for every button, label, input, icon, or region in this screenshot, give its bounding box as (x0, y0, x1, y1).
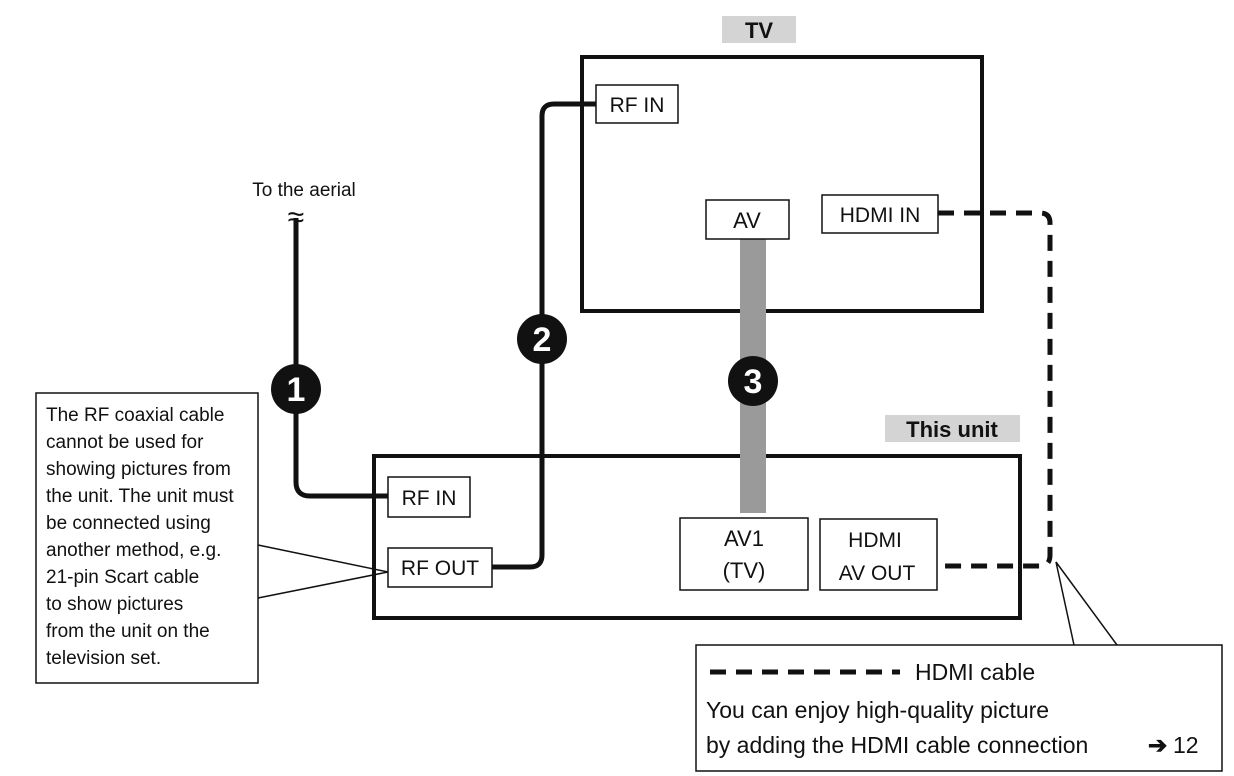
tv-title: TV (745, 18, 773, 43)
tv-title-background (722, 16, 796, 43)
cable-1 (293, 218, 388, 499)
unit-av1-label-line1: AV1 (724, 526, 764, 551)
step-2-badge (517, 314, 567, 364)
note-line-10: television set. (46, 648, 161, 669)
legend-line-2: You can enjoy high-quality picture (706, 697, 1049, 723)
legend-box (695, 644, 1223, 772)
note-box (35, 392, 259, 684)
step-2-number: 2 (533, 321, 552, 359)
legend-cable-name: HDMI cable (915, 659, 1035, 685)
step-3-number: 3 (744, 363, 763, 401)
note-line-7: 21-pin Scart cable (46, 567, 199, 588)
step-3-badge (728, 356, 778, 406)
tv-hdmi-in-label: HDMI IN (840, 204, 921, 227)
note-line-3: showing pictures from (46, 459, 231, 480)
note-line-4: the unit. The unit must (46, 486, 234, 507)
unit-title-background (885, 415, 1020, 442)
note-line-6: another method, e.g. (46, 540, 221, 561)
tv-av-label: AV (733, 208, 761, 233)
step-1-badge (271, 364, 321, 414)
unit-title: This unit (906, 417, 998, 442)
tv-box (580, 55, 984, 313)
unit-av1-port (679, 517, 809, 591)
note-line-2: cannot be used for (46, 432, 204, 453)
legend-line-3: by adding the HDMI cable connection (706, 732, 1088, 758)
unit-hdmi-av-out-port (819, 518, 938, 591)
note-pointer (257, 544, 389, 599)
unit-hdmi-label-line2: AV OUT (839, 562, 916, 585)
legend-page-ref[interactable]: 12 (1173, 732, 1199, 758)
aerial-label: To the aerial (252, 180, 356, 201)
note-line-9: from the unit on the (46, 621, 210, 642)
unit-rf-out-label: RF OUT (401, 557, 479, 580)
unit-hdmi-label-line1: HDMI (848, 529, 902, 552)
page-ref-arrow-icon: ➔ (1148, 732, 1167, 758)
hdmi-cable (938, 210, 1053, 569)
note-line-1: The RF coaxial cable (46, 405, 224, 426)
note-line-5: be connected using (46, 513, 211, 534)
note-line-8: to show pictures (46, 594, 183, 615)
legend-pointer (1055, 561, 1118, 646)
step-1-number: 1 (287, 371, 306, 409)
unit-box (372, 454, 1022, 620)
unit-rf-in-label: RF IN (402, 487, 457, 510)
tv-rf-in-label: RF IN (610, 94, 665, 117)
tv-av-port (705, 199, 790, 240)
tv-rf-in-port (595, 84, 679, 124)
tv-hdmi-in-port (821, 194, 939, 234)
aerial-symbol: ≈ (288, 201, 304, 234)
unit-rf-in-port (387, 476, 471, 518)
unit-rf-out-port (387, 547, 493, 588)
unit-av1-label-line2: (TV) (723, 558, 766, 583)
